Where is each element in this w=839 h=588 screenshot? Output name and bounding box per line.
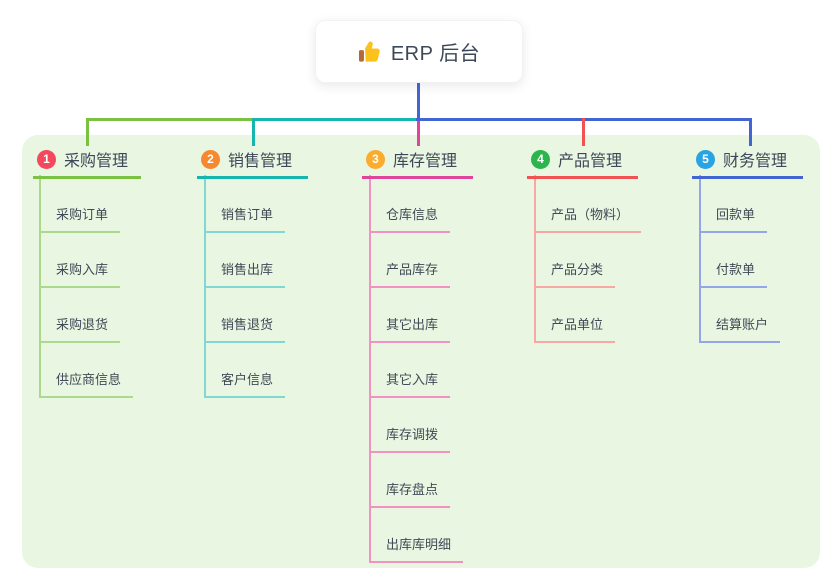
branch-number-badge: 4 — [531, 149, 550, 169]
branch-trunk-line — [699, 175, 701, 343]
node-product-category[interactable]: 产品分类 — [534, 260, 616, 288]
node-purchase-inbound[interactable]: 采购入库 — [39, 260, 121, 288]
branch-header-inventory[interactable]: 3 库存管理 — [362, 147, 473, 179]
connector-horizontal-teal — [254, 118, 417, 121]
connector-drop-branch5 — [749, 118, 752, 146]
connector-horizontal-green — [86, 118, 254, 121]
connector-drop-branch4 — [582, 118, 585, 146]
node-settlement-account[interactable]: 结算账户 — [699, 315, 781, 343]
node-product-stock[interactable]: 产品库存 — [369, 260, 451, 288]
node-other-inbound[interactable]: 其它入库 — [369, 370, 451, 398]
branches-panel — [22, 135, 820, 568]
node-sales-outbound[interactable]: 销售出库 — [204, 260, 286, 288]
branch-header-finance[interactable]: 5 财务管理 — [692, 147, 803, 179]
node-stock-taking[interactable]: 库存盘点 — [369, 480, 451, 508]
node-product-unit[interactable]: 产品单位 — [534, 315, 616, 343]
node-outbound-detail[interactable]: 出库库明细 — [369, 535, 464, 563]
branch-label: 库存管理 — [393, 153, 458, 170]
node-warehouse-info[interactable]: 仓库信息 — [369, 205, 451, 233]
branch-label: 采购管理 — [64, 153, 129, 170]
branch-label: 产品管理 — [558, 153, 623, 170]
branch-header-purchasing[interactable]: 1 采购管理 — [33, 147, 141, 179]
root-node[interactable]: ERP 后台 — [315, 20, 523, 83]
root-title: ERP 后台 — [390, 43, 481, 65]
connector-drop-branch2 — [252, 118, 255, 146]
node-purchase-order[interactable]: 采购订单 — [39, 205, 121, 233]
branch-header-sales[interactable]: 2 销售管理 — [197, 147, 308, 179]
node-other-outbound[interactable]: 其它出库 — [369, 315, 451, 343]
branch-number-badge: 1 — [37, 149, 56, 169]
branch-trunk-line — [369, 175, 371, 563]
node-purchase-return[interactable]: 采购退货 — [39, 315, 121, 343]
branch-label: 销售管理 — [228, 153, 293, 170]
branch-number-badge: 5 — [696, 149, 715, 169]
node-sales-return[interactable]: 销售退货 — [204, 315, 286, 343]
node-receipt-order[interactable]: 回款单 — [699, 205, 768, 233]
branch-number-badge: 3 — [366, 149, 385, 169]
node-product-material[interactable]: 产品（物料） — [534, 205, 642, 233]
branch-number-badge: 2 — [201, 149, 220, 169]
connector-drop-branch3 — [417, 121, 420, 146]
node-stock-transfer[interactable]: 库存调拨 — [369, 425, 451, 453]
node-sales-order[interactable]: 销售订单 — [204, 205, 286, 233]
branch-trunk-line — [534, 175, 536, 343]
node-supplier-info[interactable]: 供应商信息 — [39, 370, 134, 398]
connector-root-drop — [417, 83, 420, 121]
branch-header-product[interactable]: 4 产品管理 — [527, 147, 638, 179]
connector-drop-branch1 — [86, 118, 89, 146]
thumbs-up-icon — [358, 40, 381, 63]
node-customer-info[interactable]: 客户信息 — [204, 370, 286, 398]
branch-label: 财务管理 — [723, 153, 788, 170]
node-payment-order[interactable]: 付款单 — [699, 260, 768, 288]
